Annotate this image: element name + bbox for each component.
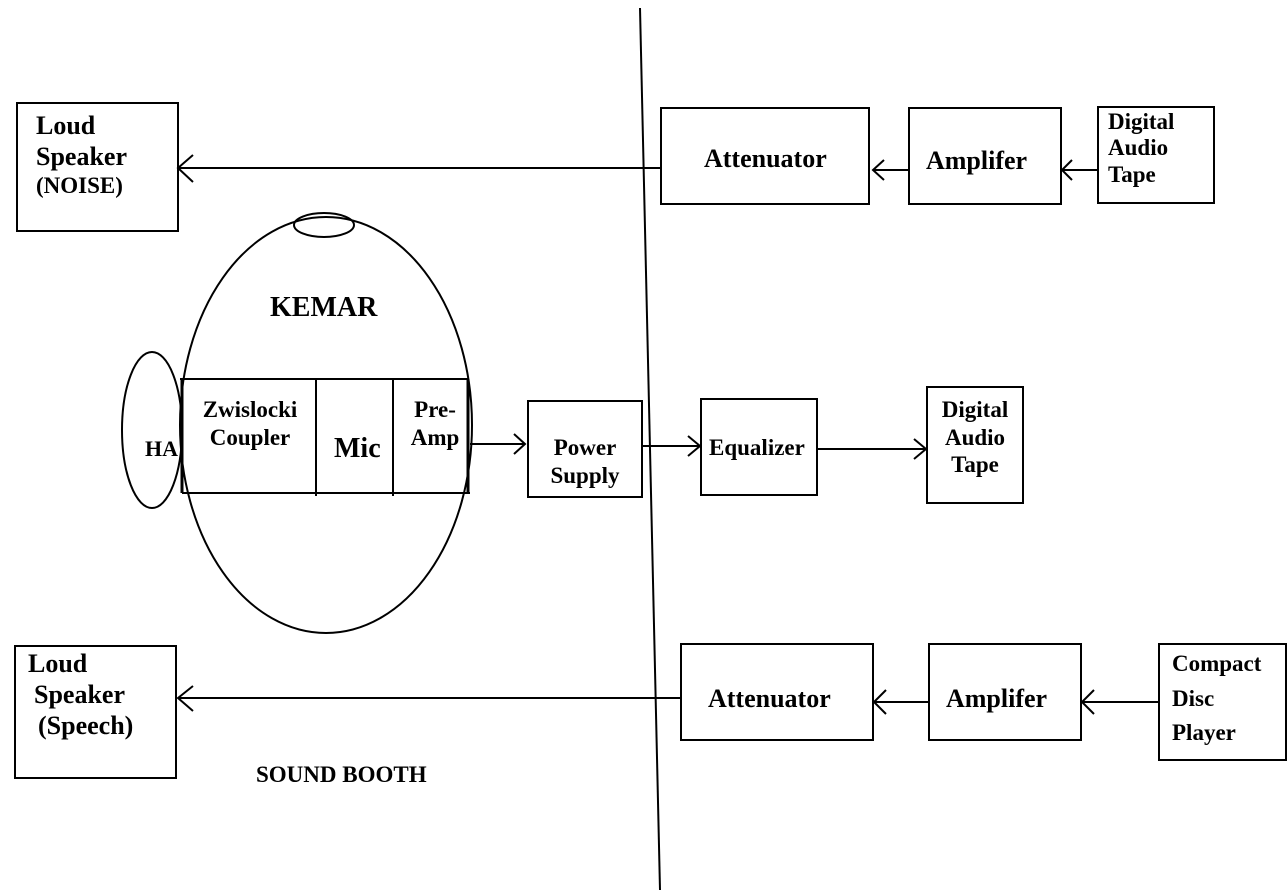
coupler-line1: Zwislocki <box>190 396 310 424</box>
zwislocki-coupler-label: Zwislocki Coupler <box>190 396 310 451</box>
preamp-label: Pre- Amp <box>402 396 468 451</box>
cd-player-line3: Player <box>1172 716 1261 751</box>
equalizer-label: Equalizer <box>709 434 805 462</box>
middle-dat-label: Digital Audio Tape <box>927 396 1023 479</box>
speech-speaker-line1: Loud <box>28 648 133 679</box>
coupler-line2: Coupler <box>190 424 310 452</box>
top-dat-line2: Audio <box>1108 135 1174 161</box>
hearing-aid-label: HA <box>145 436 178 462</box>
preamp-line1: Pre- <box>402 396 468 424</box>
cd-player-line1: Compact <box>1172 647 1261 682</box>
middle-dat-line1: Digital <box>927 396 1023 424</box>
noise-loudspeaker-label: Loud Speaker (NOISE) <box>36 110 127 200</box>
top-attenuator-label: Attenuator <box>704 143 827 174</box>
top-amplifier-label: Amplifer <box>926 145 1027 176</box>
kemar-label: KEMAR <box>270 291 377 325</box>
top-dat-line3: Tape <box>1108 162 1174 188</box>
top-dat-line1: Digital <box>1108 109 1174 135</box>
cd-player-label: Compact Disc Player <box>1172 647 1261 751</box>
middle-dat-line2: Audio <box>927 424 1023 452</box>
noise-speaker-line3: (NOISE) <box>36 172 127 200</box>
preamp-line2: Amp <box>402 424 468 452</box>
speech-speaker-line2: Speaker <box>34 679 133 710</box>
top-dat-source-label: Digital Audio Tape <box>1108 109 1174 188</box>
speech-loudspeaker-label: Loud Speaker (Speech) <box>28 648 133 742</box>
power-supply-label: Power Supply <box>529 434 641 489</box>
hearing-aid-ear <box>122 352 182 508</box>
noise-speaker-line2: Speaker <box>36 141 127 172</box>
booth-wall-divider <box>640 8 660 890</box>
power-supply-line1: Power <box>529 434 641 462</box>
noise-speaker-line1: Loud <box>36 110 127 141</box>
mic-label: Mic <box>334 432 381 466</box>
speech-speaker-line3: (Speech) <box>38 710 133 741</box>
sound-booth-label: SOUND BOOTH <box>256 761 427 789</box>
middle-dat-line3: Tape <box>927 451 1023 479</box>
bottom-amplifier-label: Amplifer <box>946 683 1047 714</box>
cd-player-line2: Disc <box>1172 682 1261 717</box>
bottom-attenuator-label: Attenuator <box>708 683 831 714</box>
power-supply-line2: Supply <box>529 462 641 490</box>
